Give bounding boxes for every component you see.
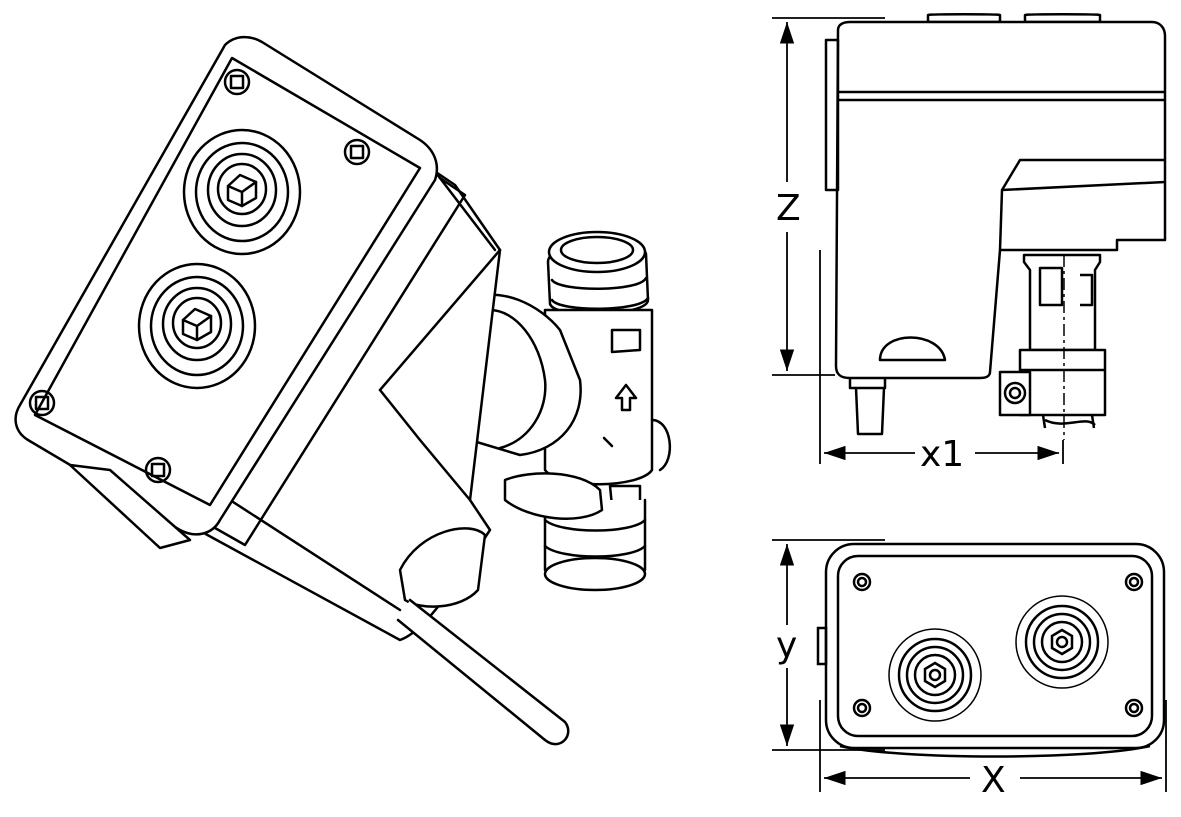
knob-upper <box>182 128 302 256</box>
valve-fitting <box>468 230 672 592</box>
dimension-label-x1: x1 <box>920 434 964 475</box>
front-knob-right <box>1015 595 1109 689</box>
dimension-label-z: Z <box>776 188 801 229</box>
side-view <box>824 13 1167 440</box>
cable <box>396 598 570 746</box>
front-knob-left <box>888 628 982 722</box>
dimension-lines <box>772 17 1167 792</box>
dimension-label-x: X <box>981 760 1006 801</box>
perspective-view <box>14 35 672 746</box>
screws <box>28 68 371 484</box>
actuator-front-face <box>14 35 439 536</box>
knob-lower <box>137 262 257 390</box>
dimension-label-y: y <box>776 625 797 666</box>
front-face <box>824 542 1166 750</box>
front-view <box>816 542 1166 758</box>
